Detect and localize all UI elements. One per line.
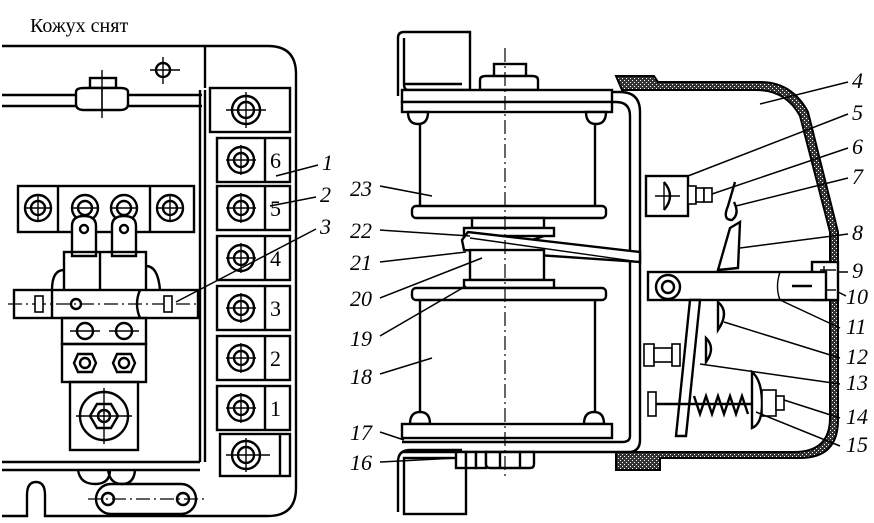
contact-upper	[716, 299, 726, 334]
side-section-view: 4 5 6 7 8 9 10 11 12 13 14 15 23	[350, 30, 868, 516]
callout-22: 22	[350, 218, 372, 243]
bottom-nut-right	[106, 469, 137, 486]
upper-terminal-row	[16, 184, 196, 234]
nut-icon	[109, 321, 139, 341]
lower-coil-flange	[410, 286, 608, 302]
top-nut-icon	[74, 70, 130, 118]
callout-18: 18	[350, 364, 372, 389]
alignment-mark-icon	[150, 57, 180, 84]
callout-16: 16	[350, 450, 372, 475]
callout-15: 15	[846, 432, 868, 457]
callout-20: 20	[350, 286, 372, 311]
callouts-side-left: 23 22 21 20 19 18 17 16	[350, 176, 483, 475]
bottom-nut-stack	[454, 450, 536, 470]
callout-12: 12	[846, 344, 868, 369]
terminal-label: 5	[270, 196, 281, 221]
rivet	[406, 110, 430, 126]
cross-bar	[8, 288, 200, 320]
housing-outline	[2, 44, 298, 518]
bolt-13	[643, 343, 681, 367]
rivet	[408, 410, 432, 426]
callout-6: 6	[852, 134, 863, 159]
callout-4: 4	[852, 68, 863, 93]
callout-3: 3	[319, 214, 331, 239]
terminal-2: 2	[215, 334, 292, 382]
terminal-screw-icon	[226, 92, 266, 128]
callout-9: 9	[852, 258, 863, 283]
callout-1: 1	[322, 150, 333, 175]
contact-lugs	[50, 214, 162, 294]
upper-yoke-plate	[400, 88, 614, 104]
terminal-screw-icon	[226, 438, 270, 472]
link-arm	[674, 298, 702, 438]
terminal-label: 2	[270, 346, 281, 371]
bar-pin-right	[163, 295, 173, 313]
front-view: 6 5 4 3	[2, 44, 333, 518]
lower-yoke-plate	[400, 422, 614, 440]
terminal-top-blank	[208, 86, 292, 134]
contact-lever	[716, 219, 742, 272]
caption-cover-removed: Кожух снят	[30, 15, 128, 37]
mounting-slot	[88, 482, 205, 516]
callout-19: 19	[350, 326, 372, 351]
terminal-label: 6	[270, 148, 281, 173]
top-mount-bracket	[396, 30, 472, 96]
callouts-front-view: 1 2 3	[175, 150, 333, 303]
return-spring	[647, 369, 785, 430]
spring-cup	[750, 369, 764, 430]
upper-coil-flange	[410, 204, 608, 220]
bottom-nut-left	[76, 469, 112, 486]
hex-nut-icon	[72, 352, 98, 374]
callout-13: 13	[846, 370, 868, 395]
terminal-6: 6	[215, 136, 292, 184]
adjusting-screw	[687, 185, 713, 205]
terminal-label: 1	[270, 396, 281, 421]
lower-nuts-block	[60, 316, 148, 452]
nut-icon	[70, 321, 100, 341]
bar-pin-left	[34, 295, 44, 313]
central-hex-bolt-icon	[76, 388, 132, 444]
callout-8: 8	[852, 220, 863, 245]
callout-14: 14	[846, 404, 868, 429]
rivet	[584, 110, 608, 126]
cover-casing	[614, 75, 839, 471]
contact-lower	[704, 335, 713, 366]
terminal-label: 4	[270, 246, 281, 271]
core	[468, 248, 546, 282]
terminal-block: 6 5 4 3	[208, 86, 292, 478]
terminal-screw-icon	[155, 193, 185, 223]
terminal-5: 5	[215, 184, 292, 232]
spring-clip	[724, 181, 738, 222]
callout-11: 11	[846, 314, 866, 339]
armature-lever	[460, 230, 642, 264]
pivot-pin	[654, 273, 682, 301]
callout-7: 7	[852, 164, 864, 189]
rivet	[582, 410, 606, 426]
callout-5: 5	[852, 100, 863, 125]
terminal-bottom-blank	[218, 432, 292, 478]
callout-2: 2	[320, 182, 331, 207]
callout-21: 21	[350, 250, 372, 275]
terminal-1: 1	[215, 384, 292, 432]
terminal-screw-icon	[23, 193, 53, 223]
terminal-4: 4	[215, 234, 292, 282]
terminal-label: 3	[270, 296, 281, 321]
callout-23: 23	[350, 176, 372, 201]
terminal-3: 3	[215, 284, 292, 332]
bottom-mount-bracket	[396, 448, 462, 512]
callout-10: 10	[846, 284, 868, 309]
hex-nut-icon	[111, 352, 137, 374]
callout-17: 17	[350, 420, 373, 445]
callouts-side-right: 4 5 6 7 8 9 10 11 12 13 14 15	[687, 68, 868, 457]
